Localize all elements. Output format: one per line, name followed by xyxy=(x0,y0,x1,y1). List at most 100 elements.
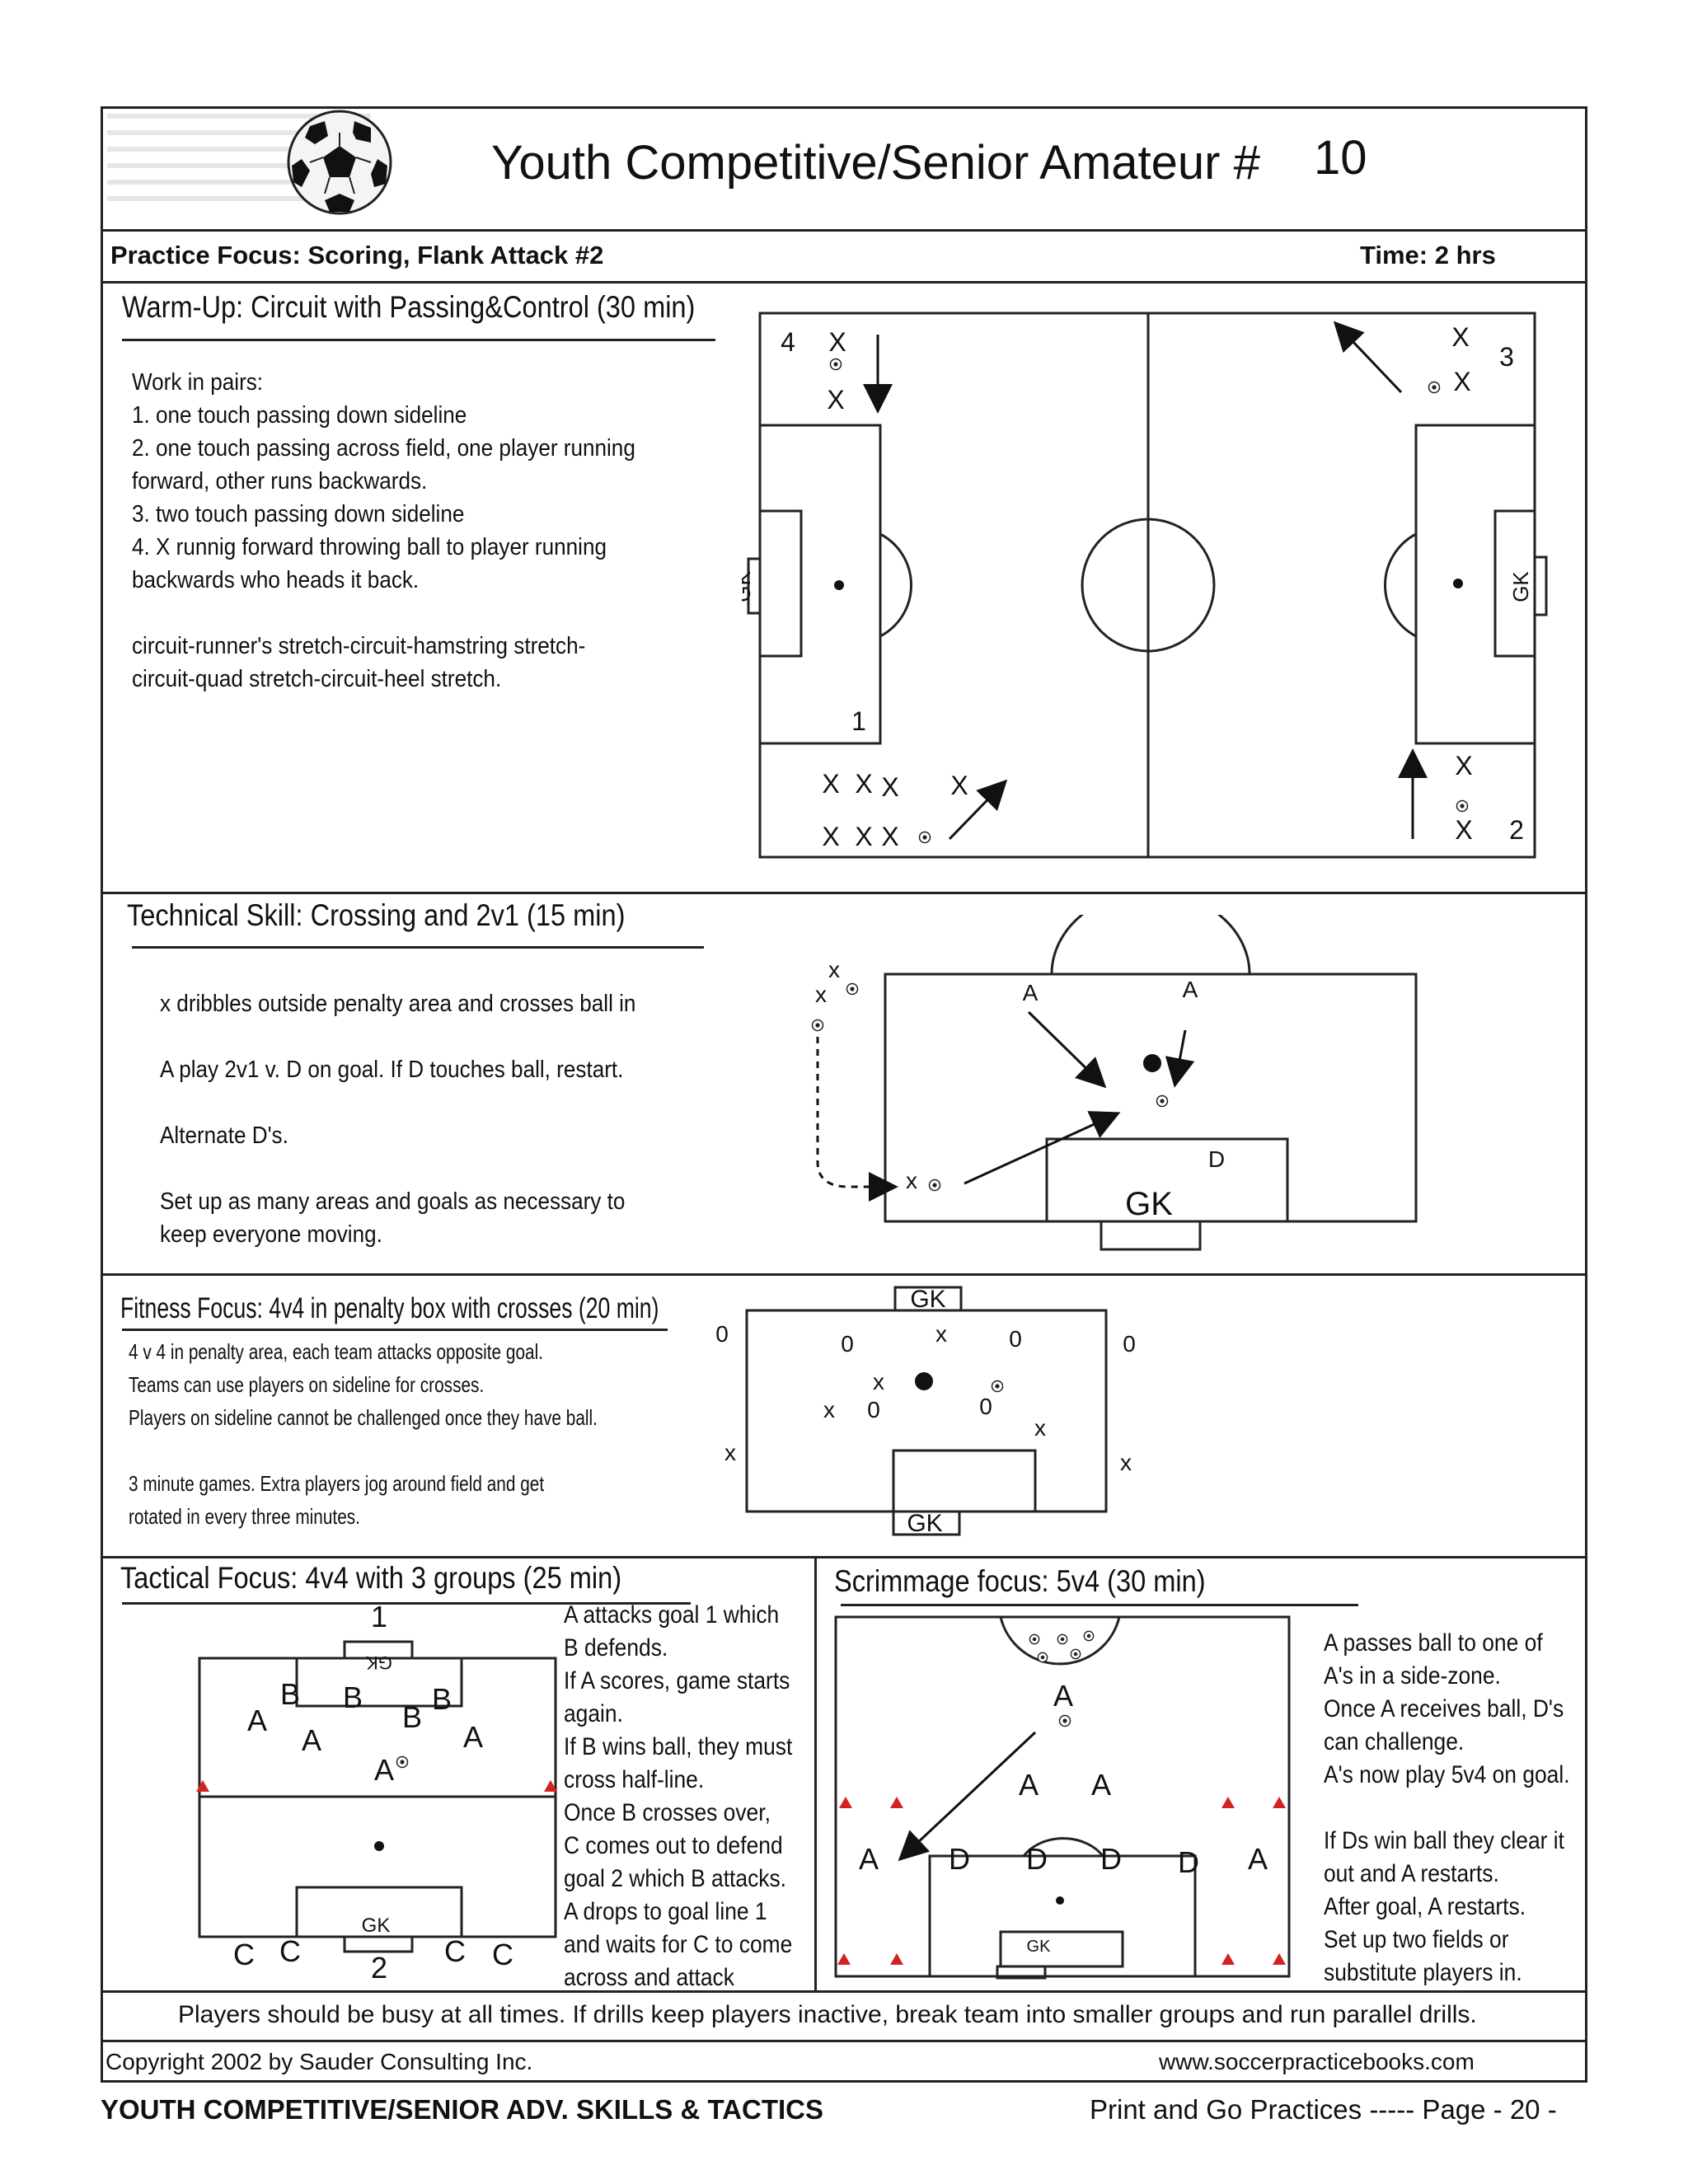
practice-number: 10 xyxy=(1314,131,1367,185)
attacker-a: A xyxy=(1091,1768,1111,1802)
ball-icon xyxy=(918,831,931,844)
attacker-a: A xyxy=(1019,1768,1039,1802)
player-x: X xyxy=(827,385,844,415)
crossing-diagram: x x x A A D GK xyxy=(811,915,1418,1251)
team-b-player: B xyxy=(432,1682,452,1716)
technical-line-2: A play 2v1 v. D on goal. If D touches ba… xyxy=(160,1057,624,1083)
player-x: X xyxy=(1453,367,1470,396)
goal-2-label: 2 xyxy=(371,1951,387,1985)
team-b-player: B xyxy=(280,1677,300,1711)
player-x: X xyxy=(822,769,839,799)
scrimmage-heading: Scrimmage focus: 5v4 (30 min) xyxy=(834,1564,1206,1598)
team-x-player: x xyxy=(1034,1415,1046,1441)
ball-icon xyxy=(1083,1630,1095,1642)
team-o-player: 0 xyxy=(867,1397,880,1422)
player-x: X xyxy=(1455,815,1472,845)
header-stripe xyxy=(107,130,354,135)
ball-icon xyxy=(1156,1094,1169,1108)
header-stripe xyxy=(107,114,371,119)
goal-1-label: 1 xyxy=(371,1602,387,1633)
heading-underline xyxy=(122,1329,668,1331)
player-x: X xyxy=(1455,751,1472,780)
ball-icon xyxy=(1058,1714,1071,1727)
fitness-text: 4 v 4 in penalty area, each team attacks… xyxy=(129,1339,598,1529)
team-x-player: x xyxy=(823,1397,835,1422)
technical-line-4: Set up as many areas and goals as necess… xyxy=(160,1188,626,1248)
player-x: x xyxy=(906,1168,917,1193)
page-title: Youth Competitive/Senior Amateur # xyxy=(491,136,1260,190)
ball-icon xyxy=(1456,799,1469,813)
technical-line-3: Alternate D's. xyxy=(160,1122,288,1149)
warmup-heading: Warm-Up: Circuit with Passing&Control (3… xyxy=(122,290,696,324)
divider xyxy=(101,281,1587,284)
team-b-player: B xyxy=(402,1700,422,1734)
practice-time: Time: 2 hrs xyxy=(1360,241,1496,269)
busy-note: Players should be busy at all times. If … xyxy=(178,2001,1477,2028)
header-stripe xyxy=(107,147,338,152)
scrimmage-text: A passes ball to one of A's in a side-zo… xyxy=(1324,1629,1570,1986)
team-a-player: A xyxy=(463,1720,483,1754)
heading-underline xyxy=(132,946,704,949)
player-x: x xyxy=(815,982,827,1007)
gk-label: GK xyxy=(1508,571,1533,602)
practice-focus: Practice Focus: Scoring, Flank Attack #2 xyxy=(110,241,604,269)
team-x-player: x xyxy=(724,1440,736,1465)
gk-label: GK xyxy=(362,1915,391,1937)
defender-d: D xyxy=(1178,1845,1199,1879)
divider xyxy=(101,1556,1587,1558)
gk-label: GK xyxy=(910,1286,945,1313)
team-b-player: B xyxy=(343,1680,363,1714)
team-c-player: C xyxy=(279,1934,301,1968)
team-o-player: 0 xyxy=(715,1321,729,1347)
team-x-player: x xyxy=(935,1321,947,1347)
gk-label: GK xyxy=(1125,1186,1173,1222)
warmup-text: Work in pairs: 1. one touch passing down… xyxy=(132,369,635,692)
divider xyxy=(101,229,1587,232)
defender-d: D xyxy=(1026,1842,1048,1876)
team-o-player: 0 xyxy=(1123,1331,1136,1357)
heading-underline xyxy=(122,1602,691,1605)
station-3: 3 xyxy=(1499,342,1514,372)
ball-icon xyxy=(829,358,842,371)
attacker-a: A xyxy=(1183,977,1198,1002)
station-4: 4 xyxy=(781,327,795,357)
soccer-ball-icon xyxy=(287,110,392,215)
penalty-box-diagram: GK GK 0 0 0 0 0 0 x x x x x x xyxy=(715,1286,1136,1537)
heading-underline xyxy=(841,1604,1358,1606)
website-link[interactable]: www.soccerpracticebooks.com xyxy=(1159,2049,1475,2074)
divider xyxy=(101,1990,1587,1993)
gk-label: GK xyxy=(907,1510,942,1537)
fitness-heading: Fitness Focus: 4v4 in penalty box with c… xyxy=(120,1292,659,1324)
divider xyxy=(101,1273,1587,1276)
ball-icon xyxy=(1029,1633,1040,1645)
team-o-player: 0 xyxy=(841,1331,854,1357)
team-c-player: C xyxy=(444,1934,466,1968)
station-1: 1 xyxy=(851,706,866,736)
team-a-player: A xyxy=(374,1753,394,1787)
team-c-player: C xyxy=(492,1938,513,1971)
technical-heading: Technical Skill: Crossing and 2v1 (15 mi… xyxy=(127,898,626,932)
ball-icon xyxy=(1057,1633,1068,1645)
header-stripe xyxy=(107,196,354,201)
team-x-player: x xyxy=(1120,1450,1132,1475)
divider xyxy=(814,1556,817,1990)
defender-d: D xyxy=(949,1842,970,1876)
player-x: X xyxy=(881,772,898,802)
defender-d: D xyxy=(1100,1842,1122,1876)
copyright: Copyright 2002 by Sauder Consulting Inc. xyxy=(106,2049,533,2074)
attacker-a: A xyxy=(1053,1679,1073,1713)
gk-label: GK xyxy=(1027,1938,1052,1956)
team-o-player: 0 xyxy=(1009,1326,1022,1352)
tactical-heading: Tactical Focus: 4v4 with 3 groups (25 mi… xyxy=(120,1561,622,1595)
player-x: X xyxy=(881,822,898,851)
player-x: X xyxy=(950,771,968,800)
player-x: x xyxy=(828,957,840,982)
player-x: X xyxy=(855,769,872,799)
player-x: X xyxy=(828,327,846,357)
ball-icon xyxy=(1037,1652,1048,1663)
ball-icon xyxy=(811,1019,824,1032)
divider xyxy=(101,2040,1587,2042)
ball-icon xyxy=(1070,1648,1081,1660)
heading-underline xyxy=(122,339,715,341)
defender-d: D xyxy=(1208,1146,1225,1172)
